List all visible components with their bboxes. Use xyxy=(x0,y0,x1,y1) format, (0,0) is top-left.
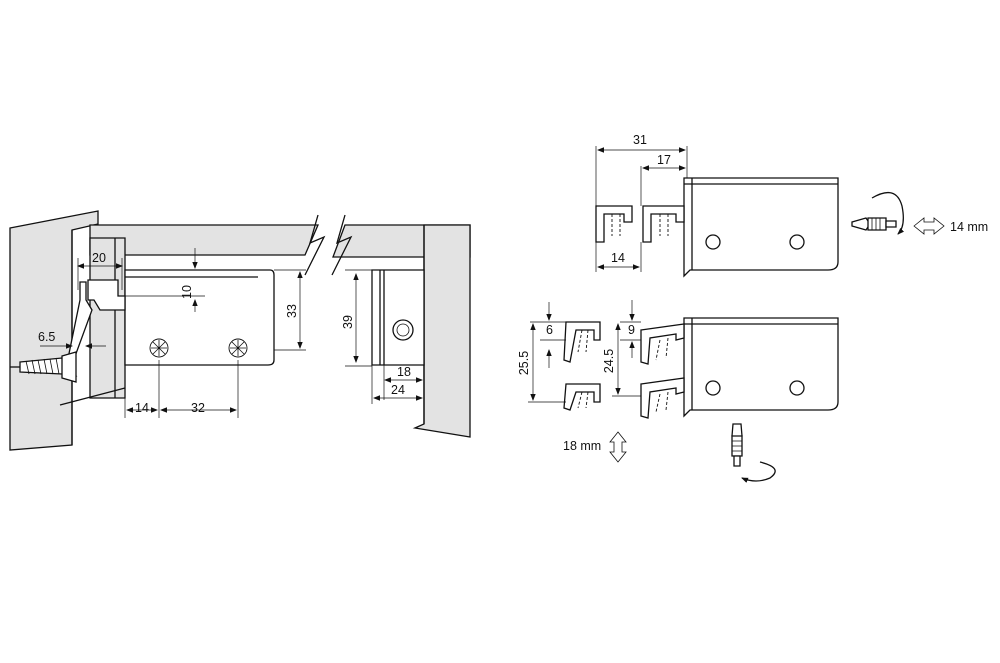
mounting-hole xyxy=(705,380,721,396)
lateral-adjustment-view: 31 17 14 14 mm xyxy=(595,133,988,278)
screwdriver-icon xyxy=(851,217,897,231)
hook-position-inner xyxy=(642,205,685,243)
hook-upper-right xyxy=(640,323,685,365)
installation-view: 20 10 33 6.5 14 32 39 18 xyxy=(9,210,471,451)
mounting-hole xyxy=(789,234,805,250)
mounting-hole xyxy=(705,234,721,250)
dim-9-label: 9 xyxy=(628,323,635,337)
lateral-adjustment-label: 14 mm xyxy=(950,220,988,234)
height-adjustment-view: 6 25.5 9 24.5 18 mm xyxy=(517,300,839,483)
rotation-arrow-icon xyxy=(871,191,905,235)
dim-39-label: 39 xyxy=(341,315,355,329)
dim-6-label: 6 xyxy=(546,323,553,337)
hanger-bracket-body xyxy=(124,269,275,366)
hook-upper-left xyxy=(563,321,601,363)
double-arrow-vertical-icon xyxy=(609,431,627,463)
dim-24-label: 24 xyxy=(391,383,405,397)
dim-10-label: 10 xyxy=(180,285,194,299)
double-arrow-horizontal-icon xyxy=(913,217,945,235)
hook-lower-left xyxy=(563,383,601,411)
rotation-arrow-icon xyxy=(741,461,776,483)
dim-33-label: 33 xyxy=(285,304,299,318)
cabinet-bottom-cut xyxy=(59,387,126,406)
break-line xyxy=(304,214,326,276)
screw-head-icon xyxy=(149,338,169,358)
screwdriver-icon xyxy=(731,423,743,467)
dim-31-label: 31 xyxy=(633,133,647,147)
dim-14-label: 14 xyxy=(135,401,149,415)
bracket-hook xyxy=(87,279,126,311)
dim-24-5-label: 24.5 xyxy=(602,349,616,373)
dim-20-label: 20 xyxy=(92,251,106,265)
screw-head-icon xyxy=(228,338,248,358)
dim-32-label: 32 xyxy=(191,401,205,415)
hook-lower-right xyxy=(640,377,685,419)
hanger-bracket-side xyxy=(683,317,839,418)
dim-25-5-label: 25.5 xyxy=(517,351,531,375)
vertical-adjustment-label: 18 mm xyxy=(563,439,601,453)
side-bracket-cover xyxy=(371,269,425,366)
adjustment-cap-icon xyxy=(392,319,414,341)
dim-18-label: 18 xyxy=(397,365,411,379)
wall-plug-icon xyxy=(10,351,77,383)
hanger-bracket-side xyxy=(683,177,839,278)
dim-14-top-label: 14 xyxy=(611,251,625,265)
hook-position-outer xyxy=(595,205,633,243)
dim-17-label: 17 xyxy=(657,153,671,167)
dim-6-5-label: 6.5 xyxy=(38,330,55,344)
break-line xyxy=(331,214,353,276)
mounting-hole xyxy=(789,380,805,396)
side-bracket-edge xyxy=(379,270,385,365)
